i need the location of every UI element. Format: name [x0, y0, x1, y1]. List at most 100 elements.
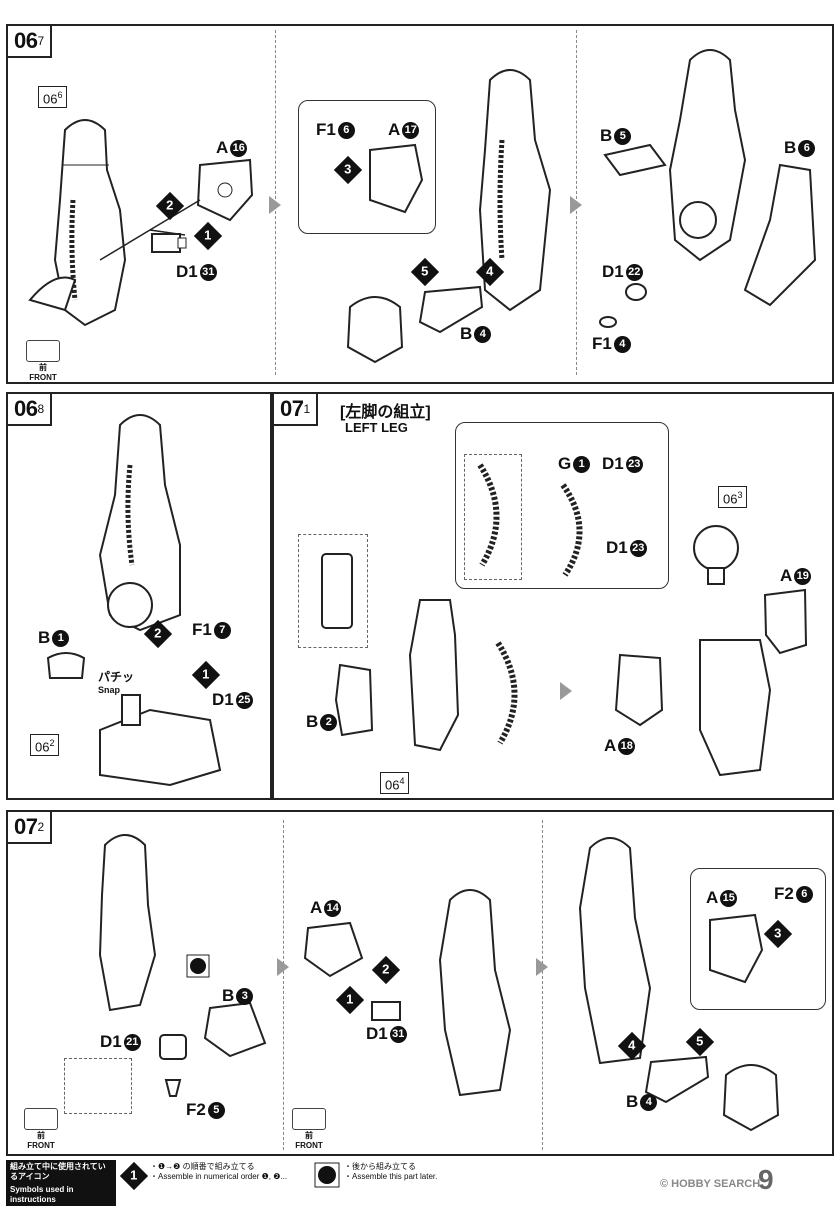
tube-part-figure — [495, 641, 518, 745]
step-number: 06 — [14, 28, 38, 53]
option-box — [298, 534, 368, 648]
flow-arrow-icon — [536, 958, 548, 976]
step-title-jp: [左脚の組立] — [340, 404, 431, 421]
leg-figure — [28, 119, 127, 327]
ref-06-3: 063 — [718, 486, 748, 509]
clip-part-figure — [603, 143, 667, 177]
front-arrow-icon — [292, 1108, 326, 1130]
leg-figure — [478, 69, 552, 312]
front-arrow-icon — [24, 1108, 58, 1130]
leg-figure — [98, 414, 181, 632]
step-label-07-2: 072 — [6, 810, 52, 844]
armor-part-figure — [303, 921, 364, 978]
ref-06-2: 062 — [30, 734, 60, 757]
page-number: 9 — [758, 1164, 774, 1195]
ref-06-4: 064 — [380, 772, 410, 795]
icon-legend: 組み立て中に使用されているアイコン Symbols used in instru… — [6, 1160, 116, 1206]
step-label-07-1: 071 — [272, 392, 318, 426]
legend-title-en: Symbols used in instructions — [6, 1183, 116, 1206]
base-part-figure — [99, 694, 222, 787]
option-box — [464, 454, 522, 580]
frame-part-figure — [408, 599, 460, 752]
leg-figure — [438, 889, 512, 1097]
later-assembly-icon — [186, 954, 210, 978]
panel-divider — [542, 820, 543, 1150]
armor-part-figure — [614, 653, 664, 727]
legend-title-jp: 組み立て中に使用されているアイコン — [6, 1160, 116, 1183]
leg-figure — [699, 639, 772, 777]
flow-arrow-icon — [269, 196, 281, 214]
step-title-en: LEFT LEG — [345, 420, 408, 435]
legend-item-later: ・後から組み立てる・Assemble this part later. — [344, 1162, 438, 1181]
front-arrow-icon — [26, 340, 60, 362]
plate-part-figure — [644, 1055, 710, 1104]
order-legend-icon: 1 — [119, 1161, 149, 1191]
side-armor-figure — [743, 163, 817, 307]
armor-part-figure — [709, 913, 764, 984]
flow-arrow-icon — [560, 682, 572, 700]
step-label-06-8: 068 — [6, 392, 52, 426]
armor-part-figure — [369, 143, 424, 214]
detail-callout — [455, 422, 669, 589]
leg-figure — [578, 837, 652, 1065]
armor-part-figure — [203, 1001, 267, 1058]
tube-part-figure — [477, 463, 500, 567]
later-assembly-icon — [314, 1162, 340, 1188]
flow-arrow-icon — [570, 196, 582, 214]
plate-part-figure — [321, 553, 353, 629]
joint-part-figure — [159, 1034, 187, 1097]
panel-divider — [283, 820, 284, 1150]
plate-part-figure — [418, 285, 484, 334]
assembly-arrows — [99, 199, 201, 261]
kneecap-part-figure — [196, 158, 254, 222]
foot-armor-figure — [346, 296, 404, 364]
step-sub: 7 — [37, 34, 44, 48]
cap-part-figure — [46, 652, 86, 679]
legend-item-order: ・❶→❷ の順番で組み立てる・Assemble in numerical ord… — [150, 1162, 288, 1181]
leg-figure — [668, 49, 747, 262]
joint-part-figure — [371, 1001, 401, 1021]
leg-figure — [98, 834, 157, 1012]
option-box — [64, 1058, 132, 1114]
flow-arrow-icon — [277, 958, 289, 976]
foot-armor-figure — [722, 1064, 780, 1132]
tube-part-figure — [560, 483, 583, 577]
hobby-search-logo: © HOBBY SEARCH — [660, 1178, 761, 1190]
armor-part-figure — [763, 588, 808, 655]
ball-joint-figure — [693, 525, 739, 585]
step-label-06-7: 067 — [6, 24, 52, 58]
side-plate-figure — [334, 663, 374, 737]
joint-part-figure — [151, 233, 187, 253]
round-joint-figure — [599, 283, 647, 328]
ref-06-6: 066 — [38, 86, 68, 109]
